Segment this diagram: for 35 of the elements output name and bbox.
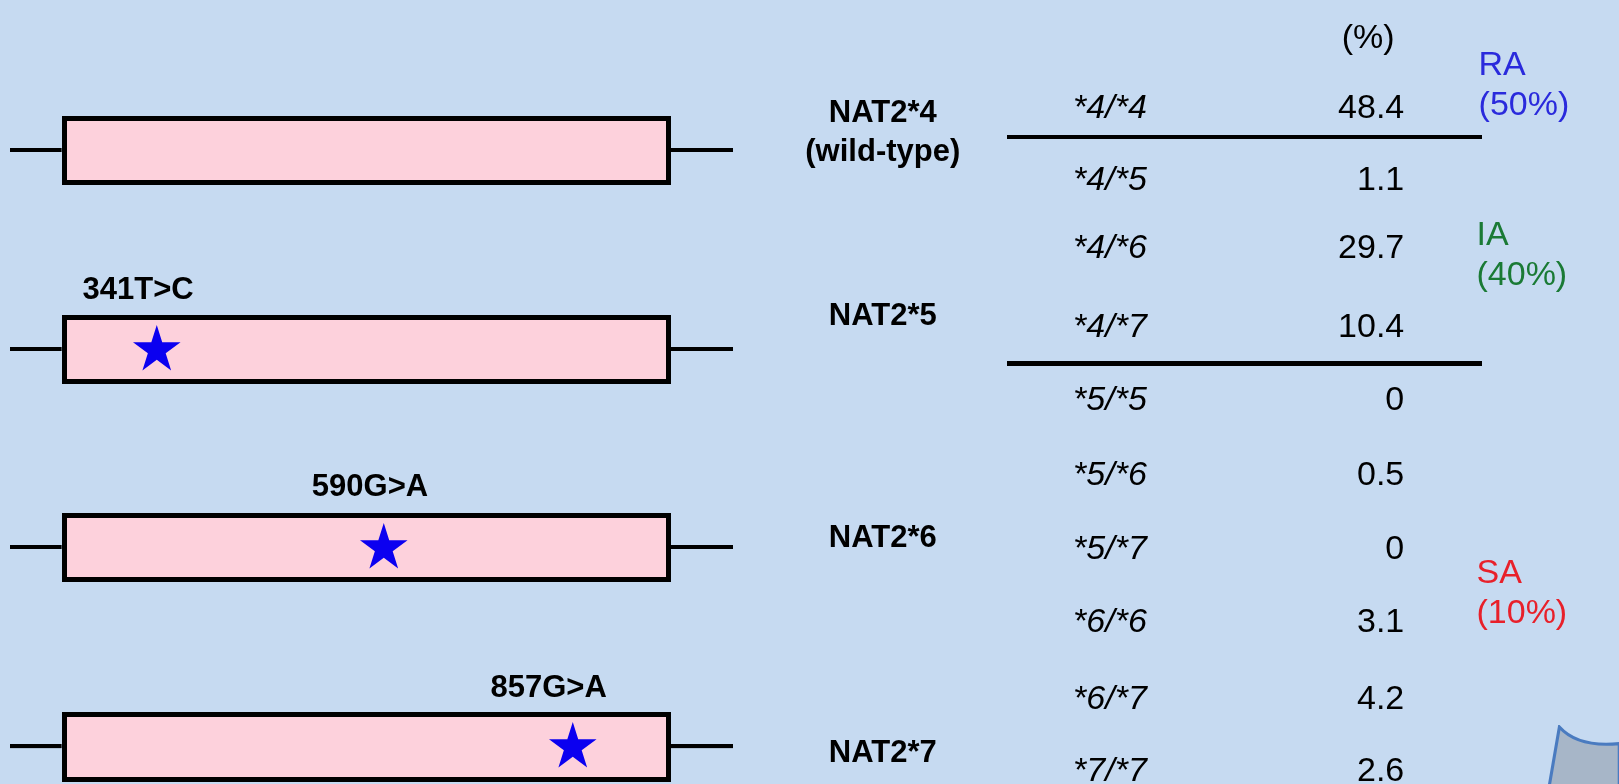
- allele-name: NAT2*6: [827, 517, 938, 556]
- acetylator-group-label: SA (10%): [1476, 550, 1569, 631]
- mutation-label: 341T>C: [82, 270, 194, 307]
- allele-name: NAT2*5: [827, 295, 938, 334]
- acetylator-group-label: IA (40%): [1476, 212, 1569, 293]
- genotype-cell: *7/*7: [1073, 749, 1147, 784]
- frequency-cell: 10.4: [1338, 305, 1405, 345]
- genotype-cell: *4/*7: [1073, 305, 1147, 345]
- gene-bar: [61, 115, 672, 185]
- genotype-cell: *6/*6: [1073, 600, 1147, 639]
- frequency-cell: 3.1: [1357, 600, 1405, 639]
- frequency-cell: 2.6: [1357, 749, 1405, 784]
- allele-name: NAT2*7: [827, 732, 938, 771]
- frequency-cell: 48.4: [1338, 86, 1405, 126]
- mutation-label: 857G>A: [490, 669, 607, 706]
- frequency-cell: 4.2: [1357, 677, 1405, 717]
- frequency-cell: 0.5: [1357, 453, 1405, 493]
- genotype-cell: *4/*5: [1073, 158, 1147, 198]
- genotype-cell: *5/*7: [1073, 527, 1147, 567]
- frequency-cell: 0: [1385, 378, 1405, 417]
- gene-bar: [61, 712, 672, 782]
- genotype-cell: *4/*6: [1073, 226, 1147, 266]
- genotype-cell: *5/*6: [1073, 453, 1147, 493]
- genotype-cell: *4/*4: [1073, 86, 1147, 126]
- gene-bar: [61, 513, 672, 583]
- column-header: (%): [1341, 16, 1395, 56]
- gene-bar: [61, 314, 672, 385]
- frequency-cell: 29.7: [1338, 226, 1405, 266]
- frequency-cell: 0: [1385, 527, 1405, 567]
- mutation-label: 590G>A: [311, 467, 429, 504]
- genotype-cell: *6/*7: [1073, 677, 1147, 717]
- frequency-cell: 1.1: [1357, 158, 1405, 198]
- acetylator-group-label: RA (50%): [1478, 42, 1571, 123]
- allele-name: NAT2*4 (wild-type): [804, 93, 962, 171]
- genotype-cell: *5/*5: [1073, 378, 1147, 417]
